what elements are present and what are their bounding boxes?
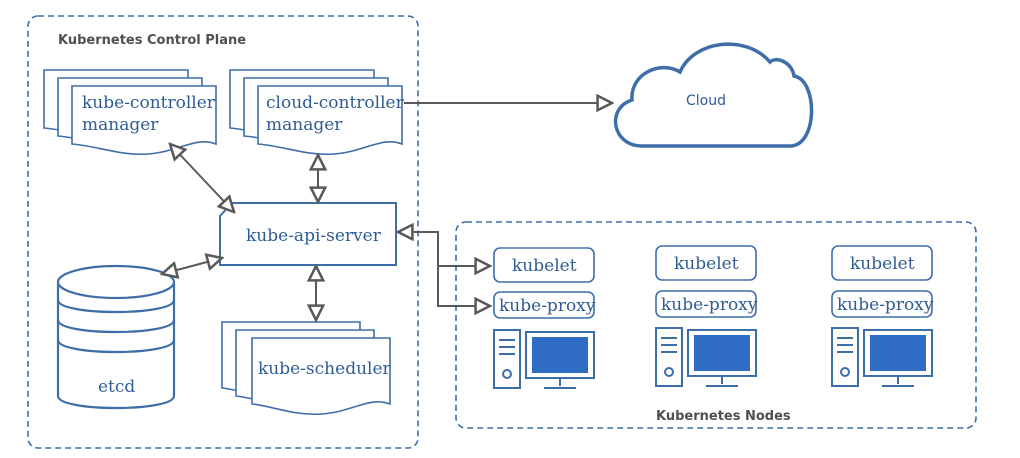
api-kubelet-arrow (398, 232, 490, 266)
control-plane-title: Kubernetes Control Plane (58, 33, 246, 48)
node-2-computer-icon (655, 327, 757, 387)
nodes-container (455, 221, 977, 429)
cm-api-arrow (170, 144, 234, 212)
node-3-proxy-label: kube-proxy (837, 295, 934, 315)
connectors (162, 103, 612, 320)
etcd-api-arrow (162, 258, 222, 274)
kube-scheduler: kube-scheduler (221, 321, 392, 416)
node-1-proxy-label: kube-proxy (499, 296, 596, 316)
cloud-controller-manager: cloud-controller manager (229, 69, 405, 156)
node-2: kubelet kube-proxy (655, 245, 758, 387)
node-3-computer-icon (831, 327, 933, 387)
node-1-proxy-box (493, 291, 595, 319)
nodes-title: Kubernetes Nodes (656, 409, 791, 424)
kube-api-server: kube-api-server (219, 202, 397, 266)
cloud-controller-manager-label-2: manager (266, 115, 343, 135)
cloud-controller-manager-label-1: cloud-controller (266, 93, 405, 113)
api-server-label: kube-api-server (246, 226, 382, 246)
node-1-computer-icon (493, 329, 595, 389)
node-2-proxy-box (655, 290, 757, 318)
node-2-kubelet-label: kubelet (674, 254, 739, 274)
cloud-shape: Cloud (613, 42, 814, 148)
api-proxy-arrow (437, 266, 490, 306)
node-2-kubelet-box (655, 245, 757, 281)
node-3-proxy-box (831, 290, 933, 318)
controller-manager-label-2: manager (82, 115, 159, 135)
scheduler-label: kube-scheduler (258, 359, 392, 379)
node-2-proxy-label: kube-proxy (661, 295, 758, 315)
node-1-kubelet-label: kubelet (512, 256, 577, 276)
kube-controller-manager: kube-controller manager (43, 69, 217, 156)
node-3: kubelet kube-proxy (831, 245, 934, 387)
node-1-kubelet-box (493, 247, 595, 283)
etcd-database: etcd (56, 264, 176, 410)
node-3-kubelet-box (831, 245, 933, 281)
etcd-label: etcd (98, 377, 135, 397)
node-1: kubelet kube-proxy (493, 247, 596, 389)
node-3-kubelet-label: kubelet (850, 254, 915, 274)
cloud-label: Cloud (686, 93, 726, 109)
controller-manager-label-1: kube-controller (82, 93, 216, 113)
